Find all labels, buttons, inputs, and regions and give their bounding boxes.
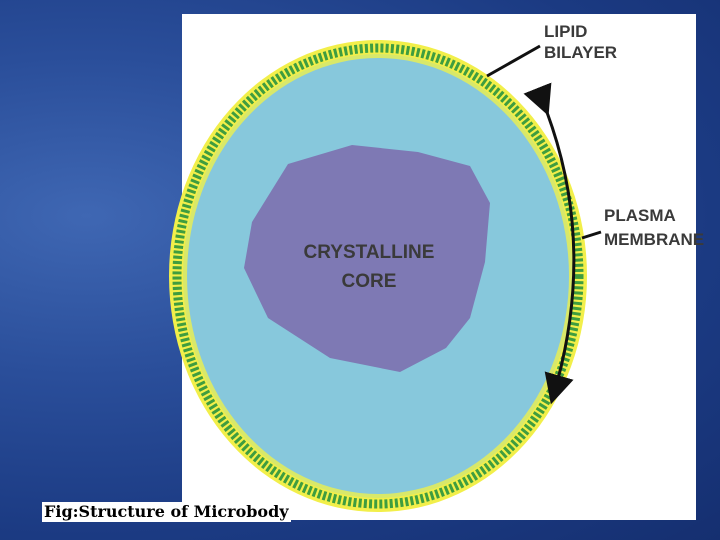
lipid-label-line2: BILAYER xyxy=(544,43,617,62)
plasma-membrane-arrow xyxy=(523,82,576,405)
lipid-bilayer-pointer xyxy=(486,44,541,78)
lipid-label-line1: LIPID xyxy=(544,22,587,41)
crystalline-core xyxy=(244,145,490,372)
plasma-label-line2: MEMBRANE xyxy=(604,230,704,249)
plasma-membrane-pointer xyxy=(581,230,602,240)
core-label-line1: CRYSTALLINE xyxy=(304,242,435,263)
core-label-line2: CORE xyxy=(342,271,397,292)
membrane-bead-ring xyxy=(172,43,584,509)
plasma-label-line1: PLASMA xyxy=(604,206,676,225)
figure-caption: Fig:Structure of Microbody xyxy=(42,502,291,522)
